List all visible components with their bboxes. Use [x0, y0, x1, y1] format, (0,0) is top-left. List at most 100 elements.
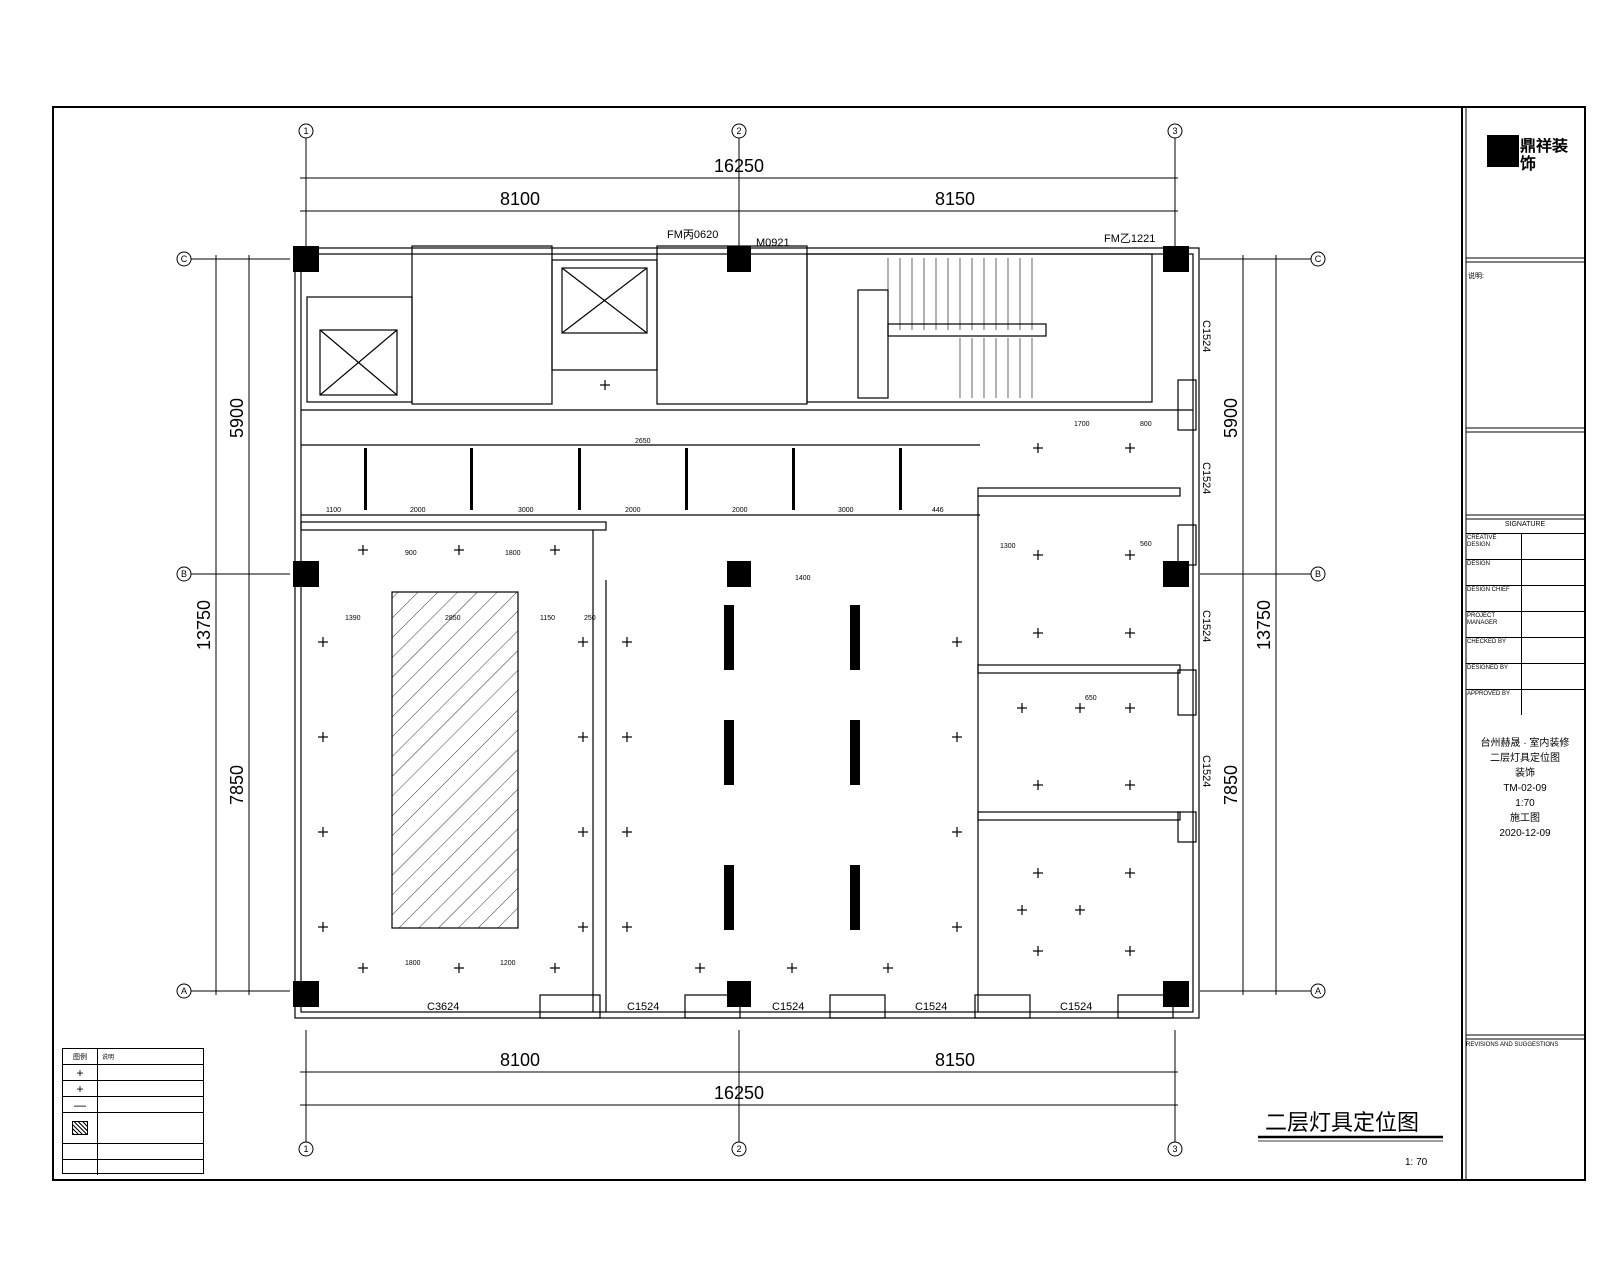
downlight-icon	[1033, 868, 1043, 878]
downlight-icon	[1033, 550, 1043, 560]
revisions-header: REVISIONS AND SUGGESTIONS	[1466, 1042, 1559, 1048]
small-dim: 1100	[326, 507, 341, 514]
downlight-icon	[1075, 905, 1085, 915]
downlight-icon	[787, 963, 797, 973]
downlight-icon	[1125, 443, 1135, 453]
downlight-icon	[578, 637, 588, 647]
small-dim: 2650	[635, 438, 651, 445]
drawing-number: TM-02-09	[1503, 783, 1547, 794]
small-dim: 560	[1140, 541, 1152, 548]
material: 装饰	[1515, 768, 1535, 779]
downlight-icon	[318, 637, 328, 647]
small-dim: 1300	[1000, 543, 1016, 550]
downlight-icon	[1125, 703, 1135, 713]
downlight-icon	[1033, 946, 1043, 956]
dim-right-bay-top: 8150	[935, 189, 975, 209]
downlight-icon	[952, 827, 962, 837]
axis-label-c-left: C	[181, 254, 188, 264]
line-light-icon: —	[63, 1097, 98, 1112]
downlight-icon	[1125, 628, 1135, 638]
downlight-icon	[1017, 703, 1027, 713]
axis-label-3-top: 3	[1172, 126, 1177, 136]
small-dim: 2850	[445, 615, 461, 622]
dim-vert-upper-left: 5900	[227, 398, 247, 438]
small-dim: 2000	[625, 507, 641, 514]
small-dim: 3000	[838, 507, 854, 514]
dim-vert-lower-right: 7850	[1221, 765, 1241, 805]
small-dim: 446	[932, 507, 944, 514]
linear-lights	[364, 448, 902, 930]
axis-label-1-top: 1	[303, 126, 308, 136]
downlight-icon	[1017, 905, 1027, 915]
downlight-icon	[622, 732, 632, 742]
window-label-b3: C1524	[772, 1001, 804, 1013]
axis-label-2-top: 2	[736, 126, 741, 136]
downlight-icon	[358, 963, 368, 973]
company-logo	[1487, 135, 1519, 167]
downlight-icon	[1125, 868, 1135, 878]
small-dim: 1800	[405, 960, 421, 967]
window-label-b5: C1524	[1060, 1001, 1092, 1013]
small-dim: 650	[1085, 695, 1097, 702]
downlight-icon	[952, 637, 962, 647]
downlight-icon	[952, 922, 962, 932]
date-value: 2020-12-09	[1499, 828, 1551, 839]
dim-overall-top: 16250	[714, 156, 764, 176]
sheet-border	[52, 106, 1586, 1181]
small-dim: 1200	[500, 960, 516, 967]
window-label-b4: C1524	[915, 1001, 947, 1013]
axis-label-b-left: B	[181, 569, 187, 579]
door-label-fm0620: FM丙0620	[667, 229, 718, 241]
downlight-icon	[318, 922, 328, 932]
door-label-fm1221: FM乙1221	[1104, 232, 1155, 245]
downlight-icon	[883, 963, 893, 973]
downlight-icon: +	[63, 1081, 98, 1096]
axis-label-a-left: A	[181, 986, 187, 996]
downlight-icon	[454, 963, 464, 973]
signature-header: SIGNATURE	[1504, 521, 1546, 528]
dim-vert-overall-left: 13750	[194, 600, 214, 650]
tb-row-label: APPROVED BY	[1466, 690, 1522, 715]
downlight-icon	[1033, 780, 1043, 790]
downlight-icon	[1033, 628, 1043, 638]
window-label-b1: C3624	[427, 1001, 459, 1013]
dim-vert-upper-right: 5900	[1221, 398, 1241, 438]
small-dim: 1400	[795, 575, 811, 582]
legend-header-desc: 说明	[102, 1055, 115, 1061]
structural-columns	[293, 246, 1189, 1007]
dim-vert-overall-right: 13750	[1254, 600, 1274, 650]
dim-right-bay-bottom: 8150	[935, 1050, 975, 1070]
small-dim: 1700	[1074, 421, 1090, 428]
small-dim: 900	[405, 550, 417, 557]
hatch-icon	[63, 1113, 98, 1143]
downlight-icon	[578, 827, 588, 837]
drawing-scale: 1: 70	[1405, 1157, 1428, 1168]
small-dim: 250	[584, 615, 596, 622]
design-stage: 施工图	[1510, 813, 1540, 824]
dim-overall-bottom: 16250	[714, 1083, 764, 1103]
small-dim: 1150	[540, 615, 555, 622]
small-dim: 2000	[410, 507, 426, 514]
downlight-icon	[622, 922, 632, 932]
scale-value: 1:70	[1515, 798, 1535, 809]
project-info: 台州赫晟 · 室内装修 二层灯具定位图 装饰 TM-02-09 1:70 施工图…	[1466, 736, 1584, 841]
tb-row-label: DESIGNED BY	[1466, 664, 1522, 689]
dim-left-bay-bottom: 8100	[500, 1050, 540, 1070]
small-dim: 1800	[505, 550, 521, 557]
downlight-icon	[358, 545, 368, 555]
window-label-r4: C1524	[1200, 755, 1212, 787]
window-label-r1: C1524	[1200, 320, 1212, 352]
small-dim: 3000	[518, 507, 534, 514]
downlight-icon: +	[63, 1065, 98, 1080]
downlight-icon	[600, 380, 610, 390]
project-name: 台州赫晟 · 室内装修	[1480, 738, 1570, 749]
downlight-icon	[1125, 946, 1135, 956]
window-label-r3: C1524	[1200, 610, 1212, 642]
axis-markers	[176, 123, 1326, 1157]
title-block-rows: CREATIVE DESIGN DESIGN DESIGN CHIEF PROJ…	[1466, 533, 1584, 715]
downlight-icon	[578, 732, 588, 742]
axis-label-3-bottom: 3	[1172, 1144, 1177, 1154]
tb-row-label: DESIGN CHIEF	[1466, 586, 1522, 611]
downlight-icon	[1125, 550, 1135, 560]
small-dim: 1390	[345, 615, 361, 622]
